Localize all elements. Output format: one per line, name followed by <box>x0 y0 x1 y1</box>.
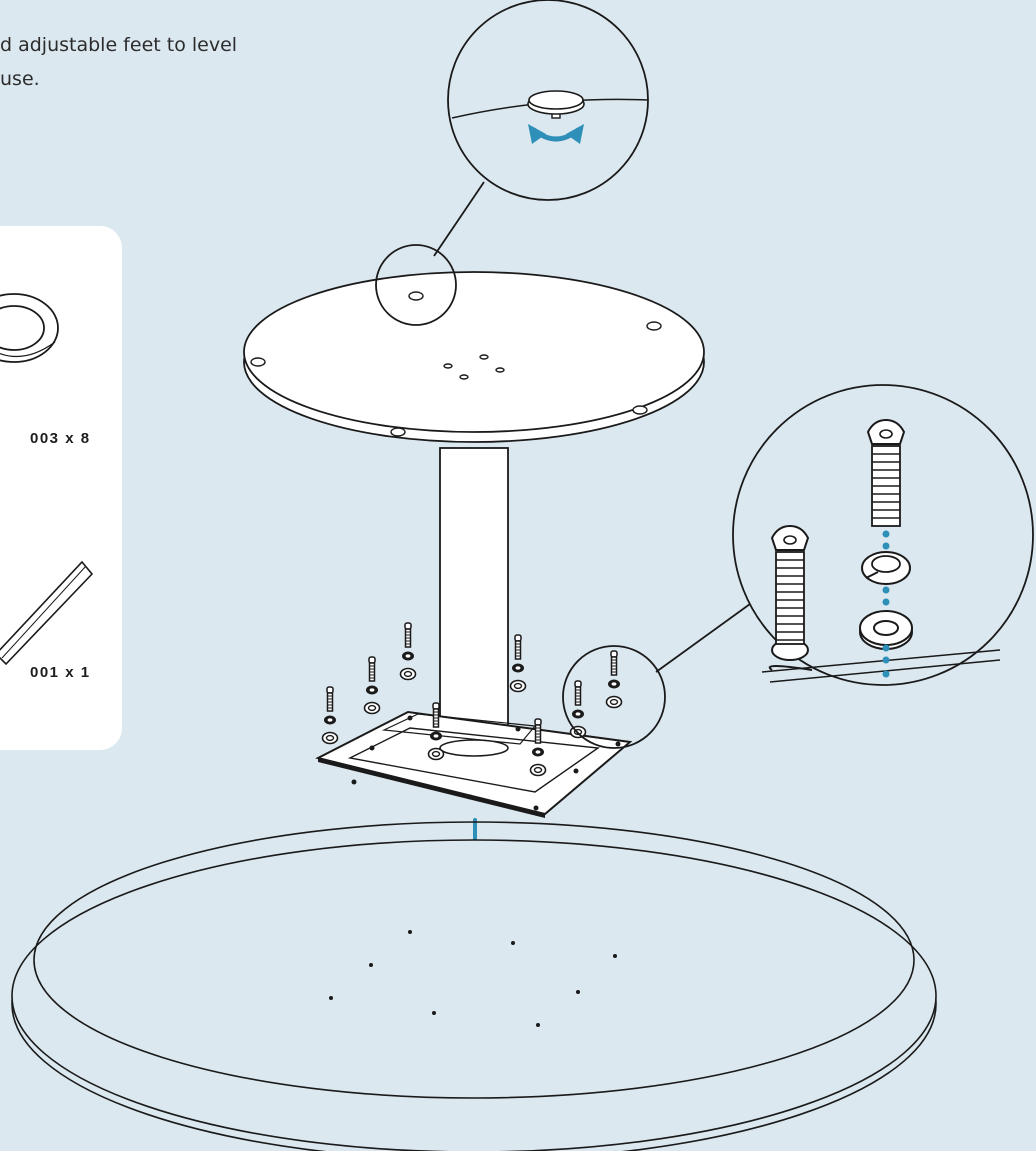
instruction-line-2: use. <box>0 68 40 90</box>
base-plate <box>315 710 633 818</box>
adjustable-foot-icon <box>527 90 585 119</box>
hex-key-icon <box>0 560 94 666</box>
bolt-icon <box>866 418 906 527</box>
instruction-text: d adjustable feet to level use. <box>0 28 330 96</box>
bolt-icon <box>770 524 810 645</box>
part-label-washer: 003 x 8 <box>30 430 91 447</box>
flat-washer-icon <box>859 610 913 650</box>
column <box>439 447 509 749</box>
part-label-hex-key: 001 x 1 <box>30 664 91 681</box>
parts-panel <box>0 226 122 750</box>
rotate-arrow-icon <box>528 124 584 144</box>
foot-detail-callout <box>433 0 649 257</box>
instruction-line-1: d adjustable feet to level <box>0 34 238 56</box>
hardware-detail-callout <box>562 384 1034 749</box>
table-top-disc <box>243 244 705 443</box>
washer-icon <box>0 293 59 363</box>
alignment-dots <box>882 530 890 678</box>
lock-washer-icon <box>861 551 911 585</box>
large-table-top <box>11 821 937 1151</box>
